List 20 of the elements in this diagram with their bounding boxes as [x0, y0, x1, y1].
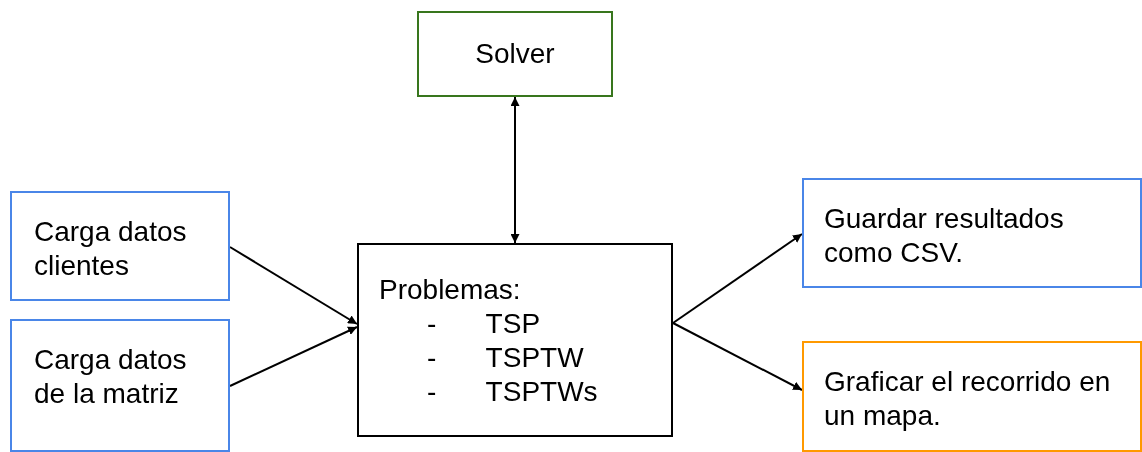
- list-item: - TSP: [427, 307, 542, 341]
- input-box: [10, 319, 230, 452]
- box-label: Carga datos clientes: [34, 215, 188, 283]
- box-label: Solver: [475, 37, 555, 71]
- box-label: Guardar resultados como CSV.: [824, 202, 1065, 270]
- process-box: [357, 243, 673, 437]
- arrow: [229, 326, 358, 387]
- arrow: [672, 322, 803, 391]
- output-box: [802, 178, 1142, 288]
- box-label: Carga datos de la matriz: [34, 343, 188, 411]
- output-box: [802, 341, 1142, 452]
- list-item: - TSPTWs: [427, 375, 599, 409]
- box-label: Graficar el recorrido en un mapa.: [824, 365, 1112, 433]
- process-box: [417, 11, 613, 97]
- arrow: [510, 96, 520, 244]
- list-item: - TSPTW: [427, 341, 585, 375]
- input-box: [10, 191, 230, 301]
- arrow: [672, 233, 803, 324]
- heading-text: Problemas:: [379, 273, 522, 307]
- arrow: [229, 246, 358, 325]
